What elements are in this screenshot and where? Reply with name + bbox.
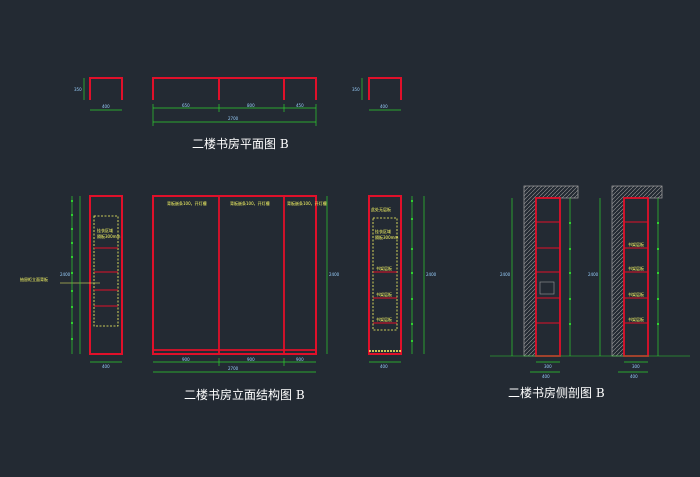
section-a-height-dim: 2400: [500, 272, 511, 277]
side-panel-title: 此处无层板: [371, 206, 391, 212]
door-a-note: 背板嵌条100，开灯槽: [167, 200, 207, 206]
main-seg2-dim: 900: [247, 357, 255, 362]
plan-left-box: [89, 77, 123, 100]
plan-seg3-dim: 450: [296, 103, 304, 108]
section-b-shelf-note-2: 书架层板: [628, 265, 644, 271]
side-shelf-note-3: 书架层板: [376, 316, 392, 322]
plan-right-width-dim: 400: [380, 104, 388, 109]
plan-total-dim: 2700: [228, 116, 239, 121]
section-a-w1-dim: 300: [544, 364, 552, 369]
plan-right-height-dim: 350: [352, 87, 360, 92]
door-c-note: 背板嵌条100，开灯槽: [287, 200, 327, 206]
section-view: 2400 300 400 书架层板 书架层板 书架层板 书架层板: [490, 185, 690, 400]
side-shelf-note-1: 书架层板: [376, 265, 392, 271]
section-b-height-dim: 2400: [588, 272, 599, 277]
section-b-shelf-note-1: 书架层板: [628, 241, 644, 247]
section-a-w2-dim: 400: [542, 374, 550, 379]
plan-seg2-dim: 800: [247, 103, 255, 108]
elevation-title: 二楼书房立面结构图 B: [184, 387, 305, 402]
side-shelf-note-2: 书架层板: [376, 291, 392, 297]
side-panel-width-dim: 400: [380, 364, 388, 369]
section-b-shelf-note-4: 书架层板: [628, 316, 644, 322]
plan-seg1-dim: 650: [182, 103, 190, 108]
elevation-view: 挂衣区域 隔板300mm 抽屉柜立面背板 2400 400: [20, 195, 437, 402]
plan-title: 二楼书房平面图 B: [192, 136, 289, 151]
left-cabinet-upper-note2: 隔板300mm: [97, 233, 121, 239]
left-cabinet-height-dim: 2400: [60, 272, 71, 277]
door-b-note: 背板嵌条100，开灯槽: [230, 200, 270, 206]
section-b-shelf-note-3: 书架层板: [628, 291, 644, 297]
plan-main-box: [152, 77, 317, 100]
section-b-wall: [611, 185, 663, 357]
left-callout-note: 抽屉柜立面背板: [20, 276, 48, 282]
plan-right-box: [368, 77, 402, 100]
main-total-dim: 2700: [228, 366, 239, 371]
section-title: 二楼书房侧剖图 B: [508, 385, 605, 400]
plan-left-height-dim: 350: [74, 87, 82, 92]
elevation-left-cabinet: [89, 195, 123, 355]
side-panel-height-dim: 2400: [426, 272, 437, 277]
left-cabinet-width-dim: 400: [102, 364, 110, 369]
section-b-w1-dim: 300: [632, 364, 640, 369]
left-cabinet-upper-note: 挂衣区域: [97, 227, 113, 233]
main-seg3-dim: 900: [296, 357, 304, 362]
elevation-main-wardrobe: [152, 195, 317, 355]
plan-left-width-dim: 400: [102, 104, 110, 109]
section-b-w2-dim: 400: [630, 374, 638, 379]
side-upper-note: 挂衣区域: [375, 228, 391, 234]
main-seg1-dim: 900: [182, 357, 190, 362]
plan-view: 350 400 650 800 450 2700 350 400 二楼书房平面图…: [74, 77, 402, 151]
main-height-dim: 2400: [329, 272, 340, 277]
side-upper-note2: 隔板300mm: [375, 234, 399, 240]
elevation-side-panel: [368, 195, 402, 355]
